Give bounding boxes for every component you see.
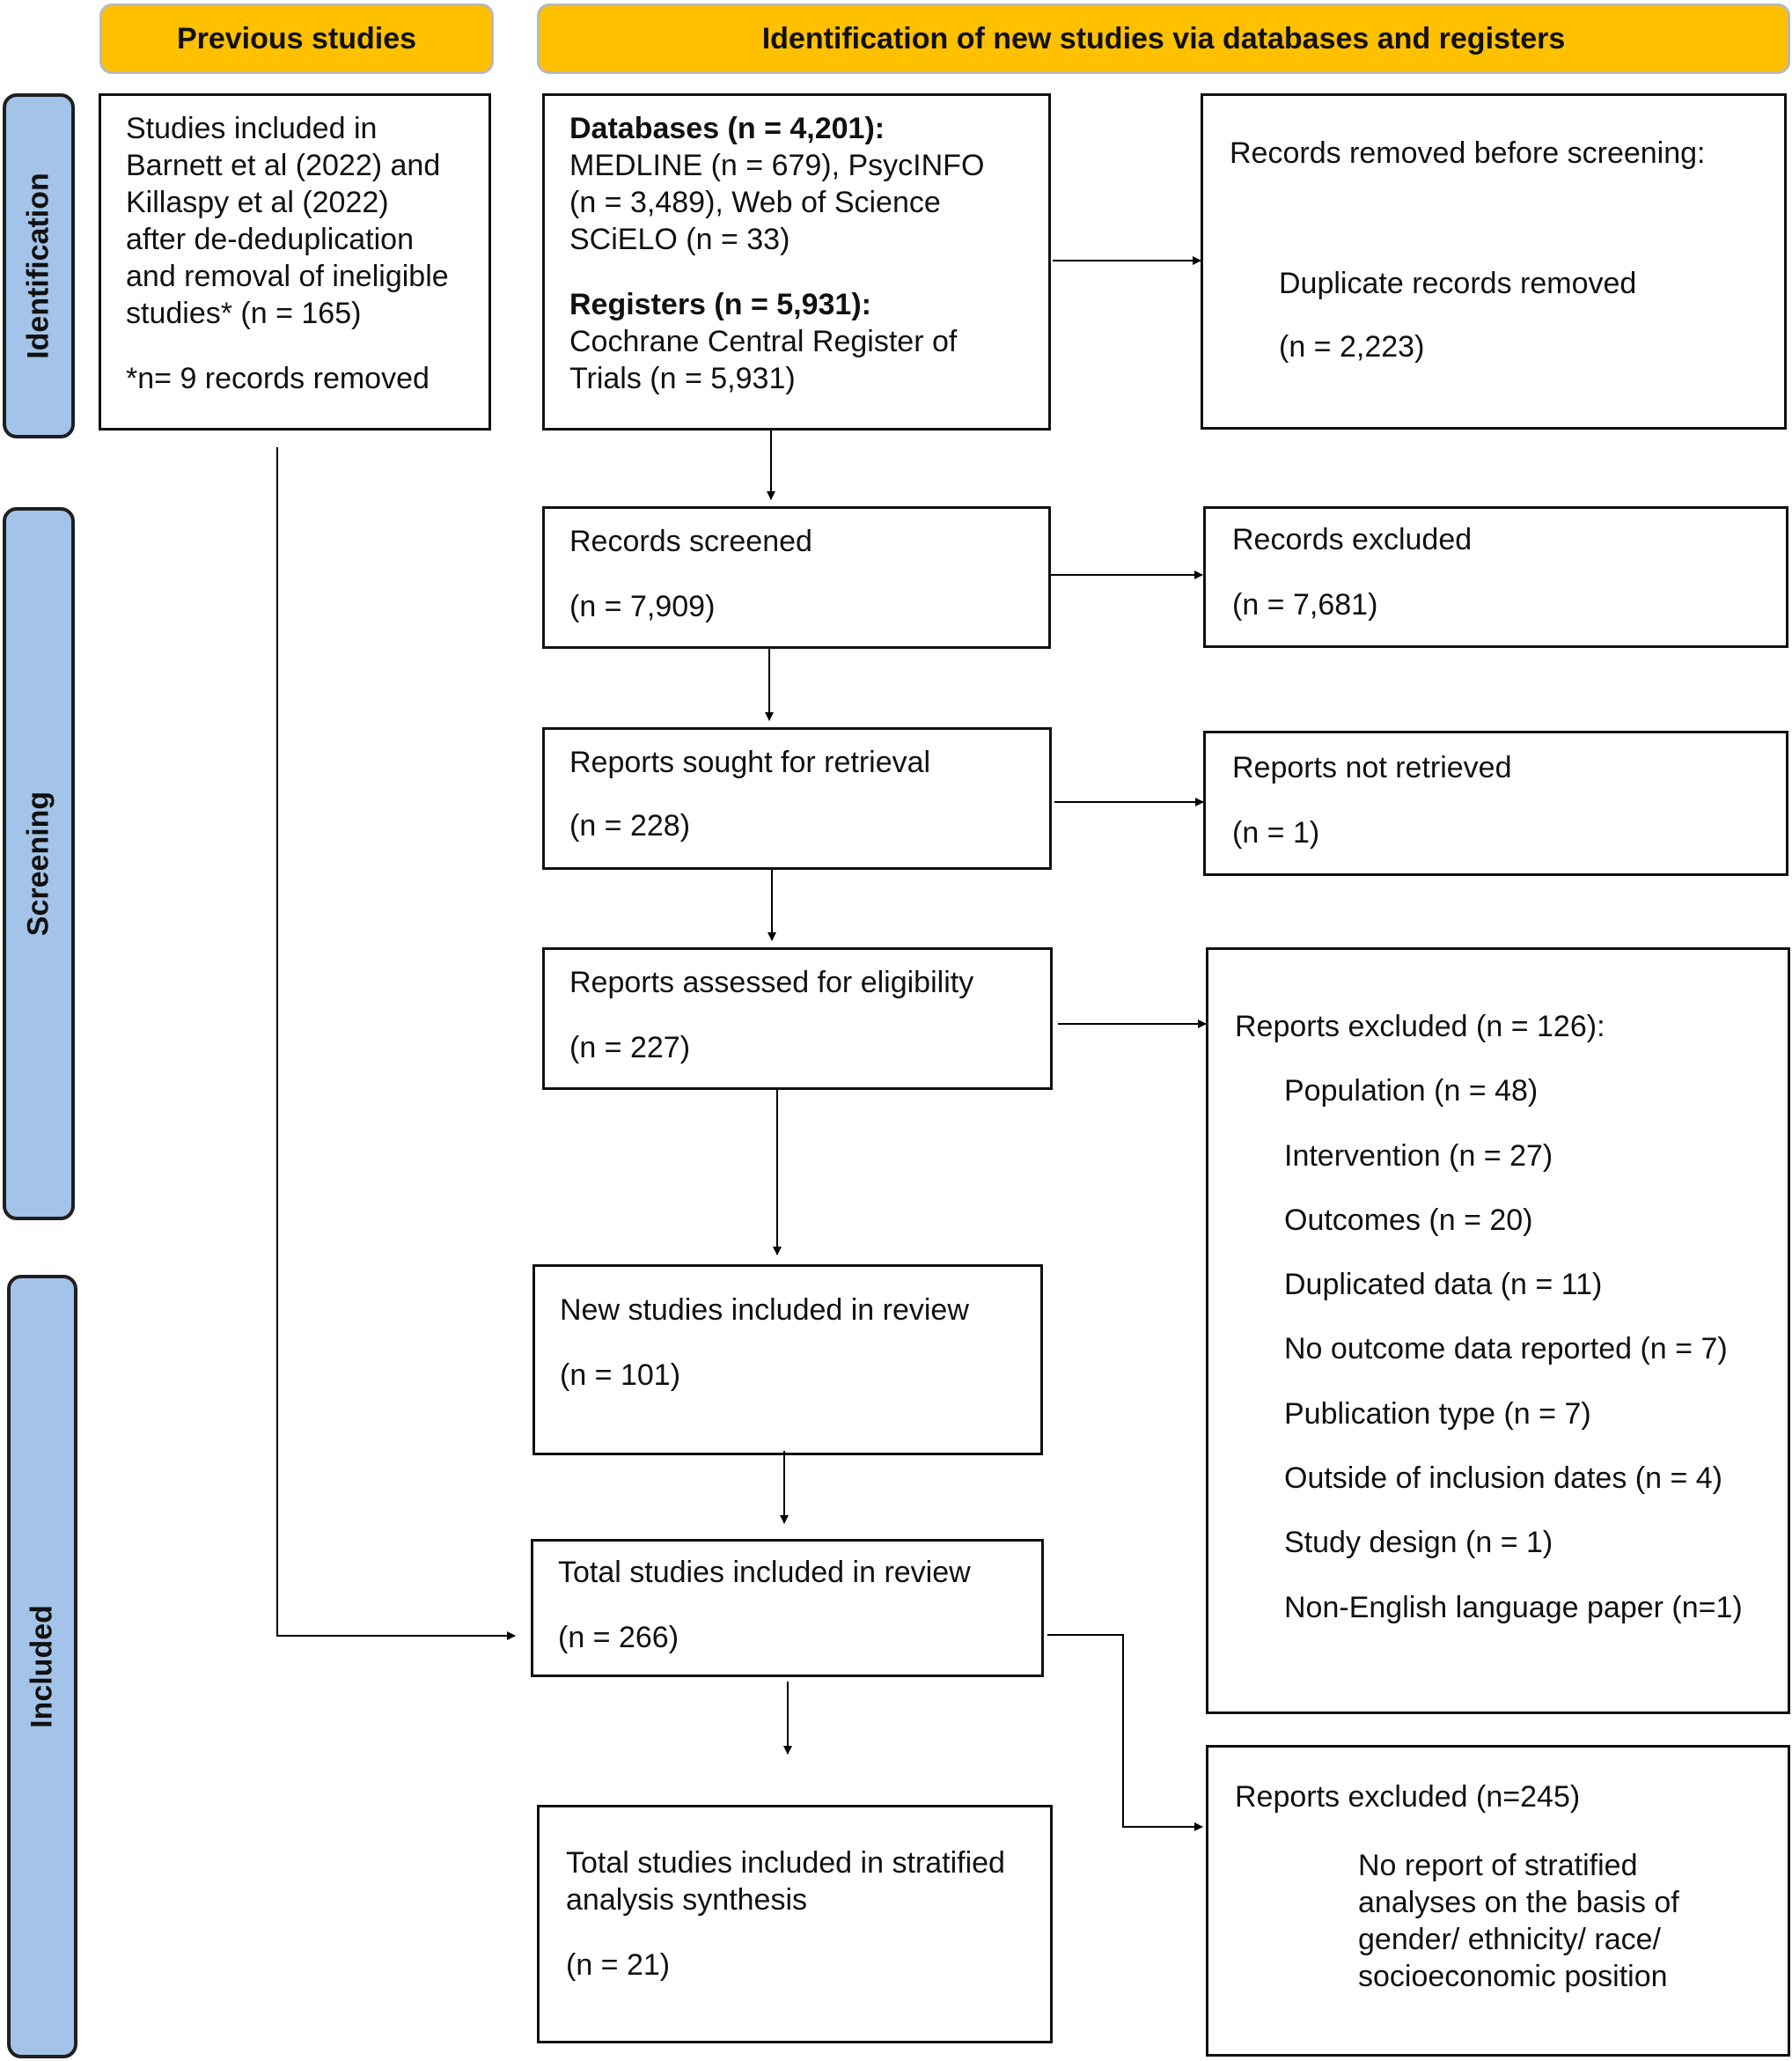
records-removed-title: Records removed before screening: — [1230, 136, 1706, 170]
registers-heading: Registers (n = 5,931): — [569, 288, 871, 321]
stratified-synthesis-box: Total studies included in stratified ana… — [537, 1805, 1053, 2043]
databases-line-3: SCiELO (n = 33) — [569, 223, 790, 256]
reports-assessed-count: (n = 227) — [569, 1031, 691, 1064]
previous-line-4: after de-deduplication — [126, 223, 415, 256]
previous-note: *n= 9 records removed — [126, 362, 430, 395]
databases-heading: Databases (n = 4,201): — [569, 112, 885, 145]
exclusion-reason: Outcomes (n = 20) — [1284, 1203, 1533, 1237]
stage-included: Included — [7, 1275, 77, 2058]
previous-studies-box: Studies included in Barnett et al (2022)… — [99, 93, 491, 431]
reports-not-retrieved-count: (n = 1) — [1232, 816, 1320, 850]
exclusion-reason: Population (n = 48) — [1284, 1074, 1539, 1108]
records-removed-box: Records removed before screening: Duplic… — [1201, 93, 1787, 430]
reports-sought-box: Reports sought for retrieval (n = 228) — [542, 727, 1052, 870]
new-studies-box: New studies included in review (n = 101) — [532, 1264, 1043, 1455]
total-studies-count: (n = 266) — [558, 1621, 679, 1654]
new-studies-title: New studies included in review — [560, 1293, 969, 1327]
records-excluded-box: Records excluded (n = 7,681) — [1203, 506, 1788, 648]
previous-studies-header: Previous studies — [99, 4, 494, 74]
exclusion-reason: Study design (n = 1) — [1284, 1526, 1553, 1559]
reports-sought-count: (n = 228) — [569, 809, 691, 843]
databases-line-1: MEDLINE (n = 679), PsycINFO — [569, 149, 985, 182]
reports-assessed-box: Reports assessed for eligibility (n = 22… — [542, 947, 1053, 1090]
exclusion-reason: Non-English language paper (n=1) — [1284, 1591, 1743, 1624]
records-screened-count: (n = 7,909) — [569, 590, 716, 623]
reports-excluded-245-box: Reports excluded (n=245) No report of st… — [1206, 1745, 1790, 2057]
total-studies-title: Total studies included in review — [558, 1556, 971, 1589]
records-screened-box: Records screened (n = 7,909) — [542, 506, 1051, 649]
records-excluded-count: (n = 7,681) — [1232, 588, 1378, 622]
reports-excluded-245-line: No report of stratified — [1358, 1849, 1638, 1882]
previous-line-5: and removal of ineligible — [126, 260, 449, 293]
reports-excluded-245-line: gender/ ethnicity/ race/ — [1358, 1923, 1661, 1956]
previous-line-1: Studies included in — [126, 112, 378, 145]
reports-excluded-245-line: socioeconomic position — [1358, 1960, 1668, 1993]
total-studies-box: Total studies included in review (n = 26… — [531, 1539, 1044, 1677]
previous-line-2: Barnett et al (2022) and — [126, 149, 441, 182]
exclusion-reason: Duplicated data (n = 11) — [1284, 1268, 1603, 1301]
previous-studies-header-label: Previous studies — [176, 21, 417, 55]
reports-not-retrieved-title: Reports not retrieved — [1232, 751, 1512, 784]
registers-line-2: Trials (n = 5,931) — [569, 362, 796, 395]
reports-excluded-245-line: analyses on the basis of — [1358, 1886, 1679, 1919]
arrow-total-to-excluded-245 — [1047, 1634, 1203, 1831]
exclusion-reason: No outcome data reported (n = 7) — [1284, 1332, 1728, 1365]
records-excluded-title: Records excluded — [1232, 523, 1473, 556]
stratified-line-1: Total studies included in stratified — [566, 1846, 1005, 1880]
reports-excluded-title: Reports excluded (n = 126): — [1235, 1010, 1605, 1043]
stage-screening: Screening — [3, 507, 75, 1220]
duplicate-records-count: (n = 2,223) — [1279, 330, 1425, 364]
stage-identification: Identification — [3, 93, 75, 438]
arrow-previous-to-total — [276, 447, 516, 1640]
reports-excluded-245-title: Reports excluded (n=245) — [1235, 1780, 1581, 1814]
previous-line-6: studies* (n = 165) — [126, 297, 362, 330]
exclusion-reason: Publication type (n = 7) — [1284, 1397, 1591, 1431]
exclusion-reason: Intervention (n = 27) — [1284, 1139, 1553, 1173]
new-studies-header: Identification of new studies via databa… — [537, 4, 1790, 74]
reports-assessed-title: Reports assessed for eligibility — [569, 966, 974, 999]
previous-line-3: Killaspy et al (2022) — [126, 186, 389, 219]
databases-registers-box: Databases (n = 4,201): MEDLINE (n = 679)… — [542, 93, 1051, 431]
reports-excluded-box: Reports excluded (n = 126): Population (… — [1206, 947, 1790, 1714]
reports-not-retrieved-box: Reports not retrieved (n = 1) — [1203, 731, 1788, 876]
records-screened-title: Records screened — [569, 525, 812, 558]
registers-line-1: Cochrane Central Register of — [569, 325, 958, 358]
stratified-line-2: analysis synthesis — [566, 1883, 808, 1917]
duplicate-records-label: Duplicate records removed — [1279, 267, 1637, 300]
stratified-count: (n = 21) — [566, 1948, 671, 1982]
reports-sought-title: Reports sought for retrieval — [569, 746, 931, 779]
databases-line-2: (n = 3,489), Web of Science — [569, 186, 941, 219]
new-studies-header-label: Identification of new studies via databa… — [761, 21, 1566, 55]
new-studies-count: (n = 101) — [560, 1358, 681, 1392]
exclusion-reason: Outside of inclusion dates (n = 4) — [1284, 1461, 1722, 1495]
